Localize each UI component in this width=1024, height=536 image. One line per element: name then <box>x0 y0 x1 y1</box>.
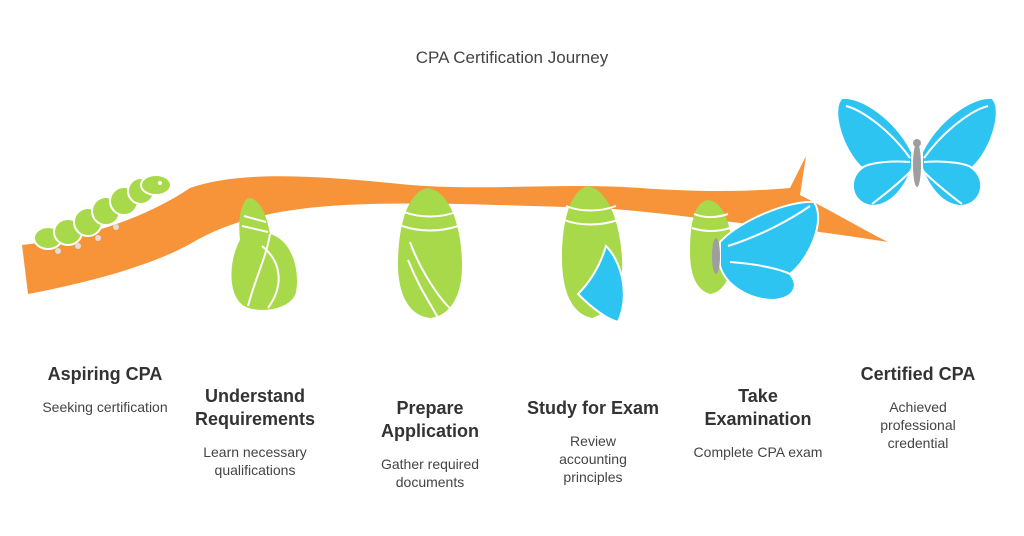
diagram-title: CPA Certification Journey <box>415 48 609 67</box>
stage-label: Prepare Application <box>381 398 479 441</box>
stage-description: Achieved professional credential <box>880 399 956 451</box>
stage-label: Study for Exam <box>526 398 660 418</box>
stage-description: Review accounting principles <box>559 433 627 485</box>
stage-study-for-exam: Study for Exam Review accounting princip… <box>508 397 678 486</box>
stage-description: Seeking certification <box>42 399 168 415</box>
stage-aspiring-cpa: Aspiring CPA Seeking certification <box>20 363 190 416</box>
stage-label: Understand Requirements <box>195 386 316 429</box>
branch-shape <box>22 156 888 294</box>
small-cocoon-icon <box>231 198 297 310</box>
cocoon-with-wing-icon <box>562 186 625 324</box>
emerging-butterfly-icon <box>690 200 820 302</box>
stage-description: Gather required documents <box>380 456 480 490</box>
cocoon-icon <box>398 188 462 319</box>
stage-label: Certified CPA <box>860 364 976 384</box>
stage-label: Take Examination <box>704 386 812 429</box>
butterfly-icon <box>836 96 998 208</box>
stage-certified-cpa: Certified CPA Achieved professional cred… <box>833 363 1003 452</box>
stage-description: Learn necessary qualifications <box>203 444 307 478</box>
stage-understand-requirements: Understand Requirements Learn necessary … <box>170 385 340 479</box>
stage-take-examination: Take Examination Complete CPA exam <box>673 385 843 461</box>
stage-prepare-application: Prepare Application Gather required docu… <box>345 397 515 491</box>
branch <box>22 156 888 294</box>
stage-label: Aspiring CPA <box>47 364 163 384</box>
caterpillar-icon <box>33 174 172 254</box>
stage-description: Complete CPA exam <box>693 444 823 460</box>
